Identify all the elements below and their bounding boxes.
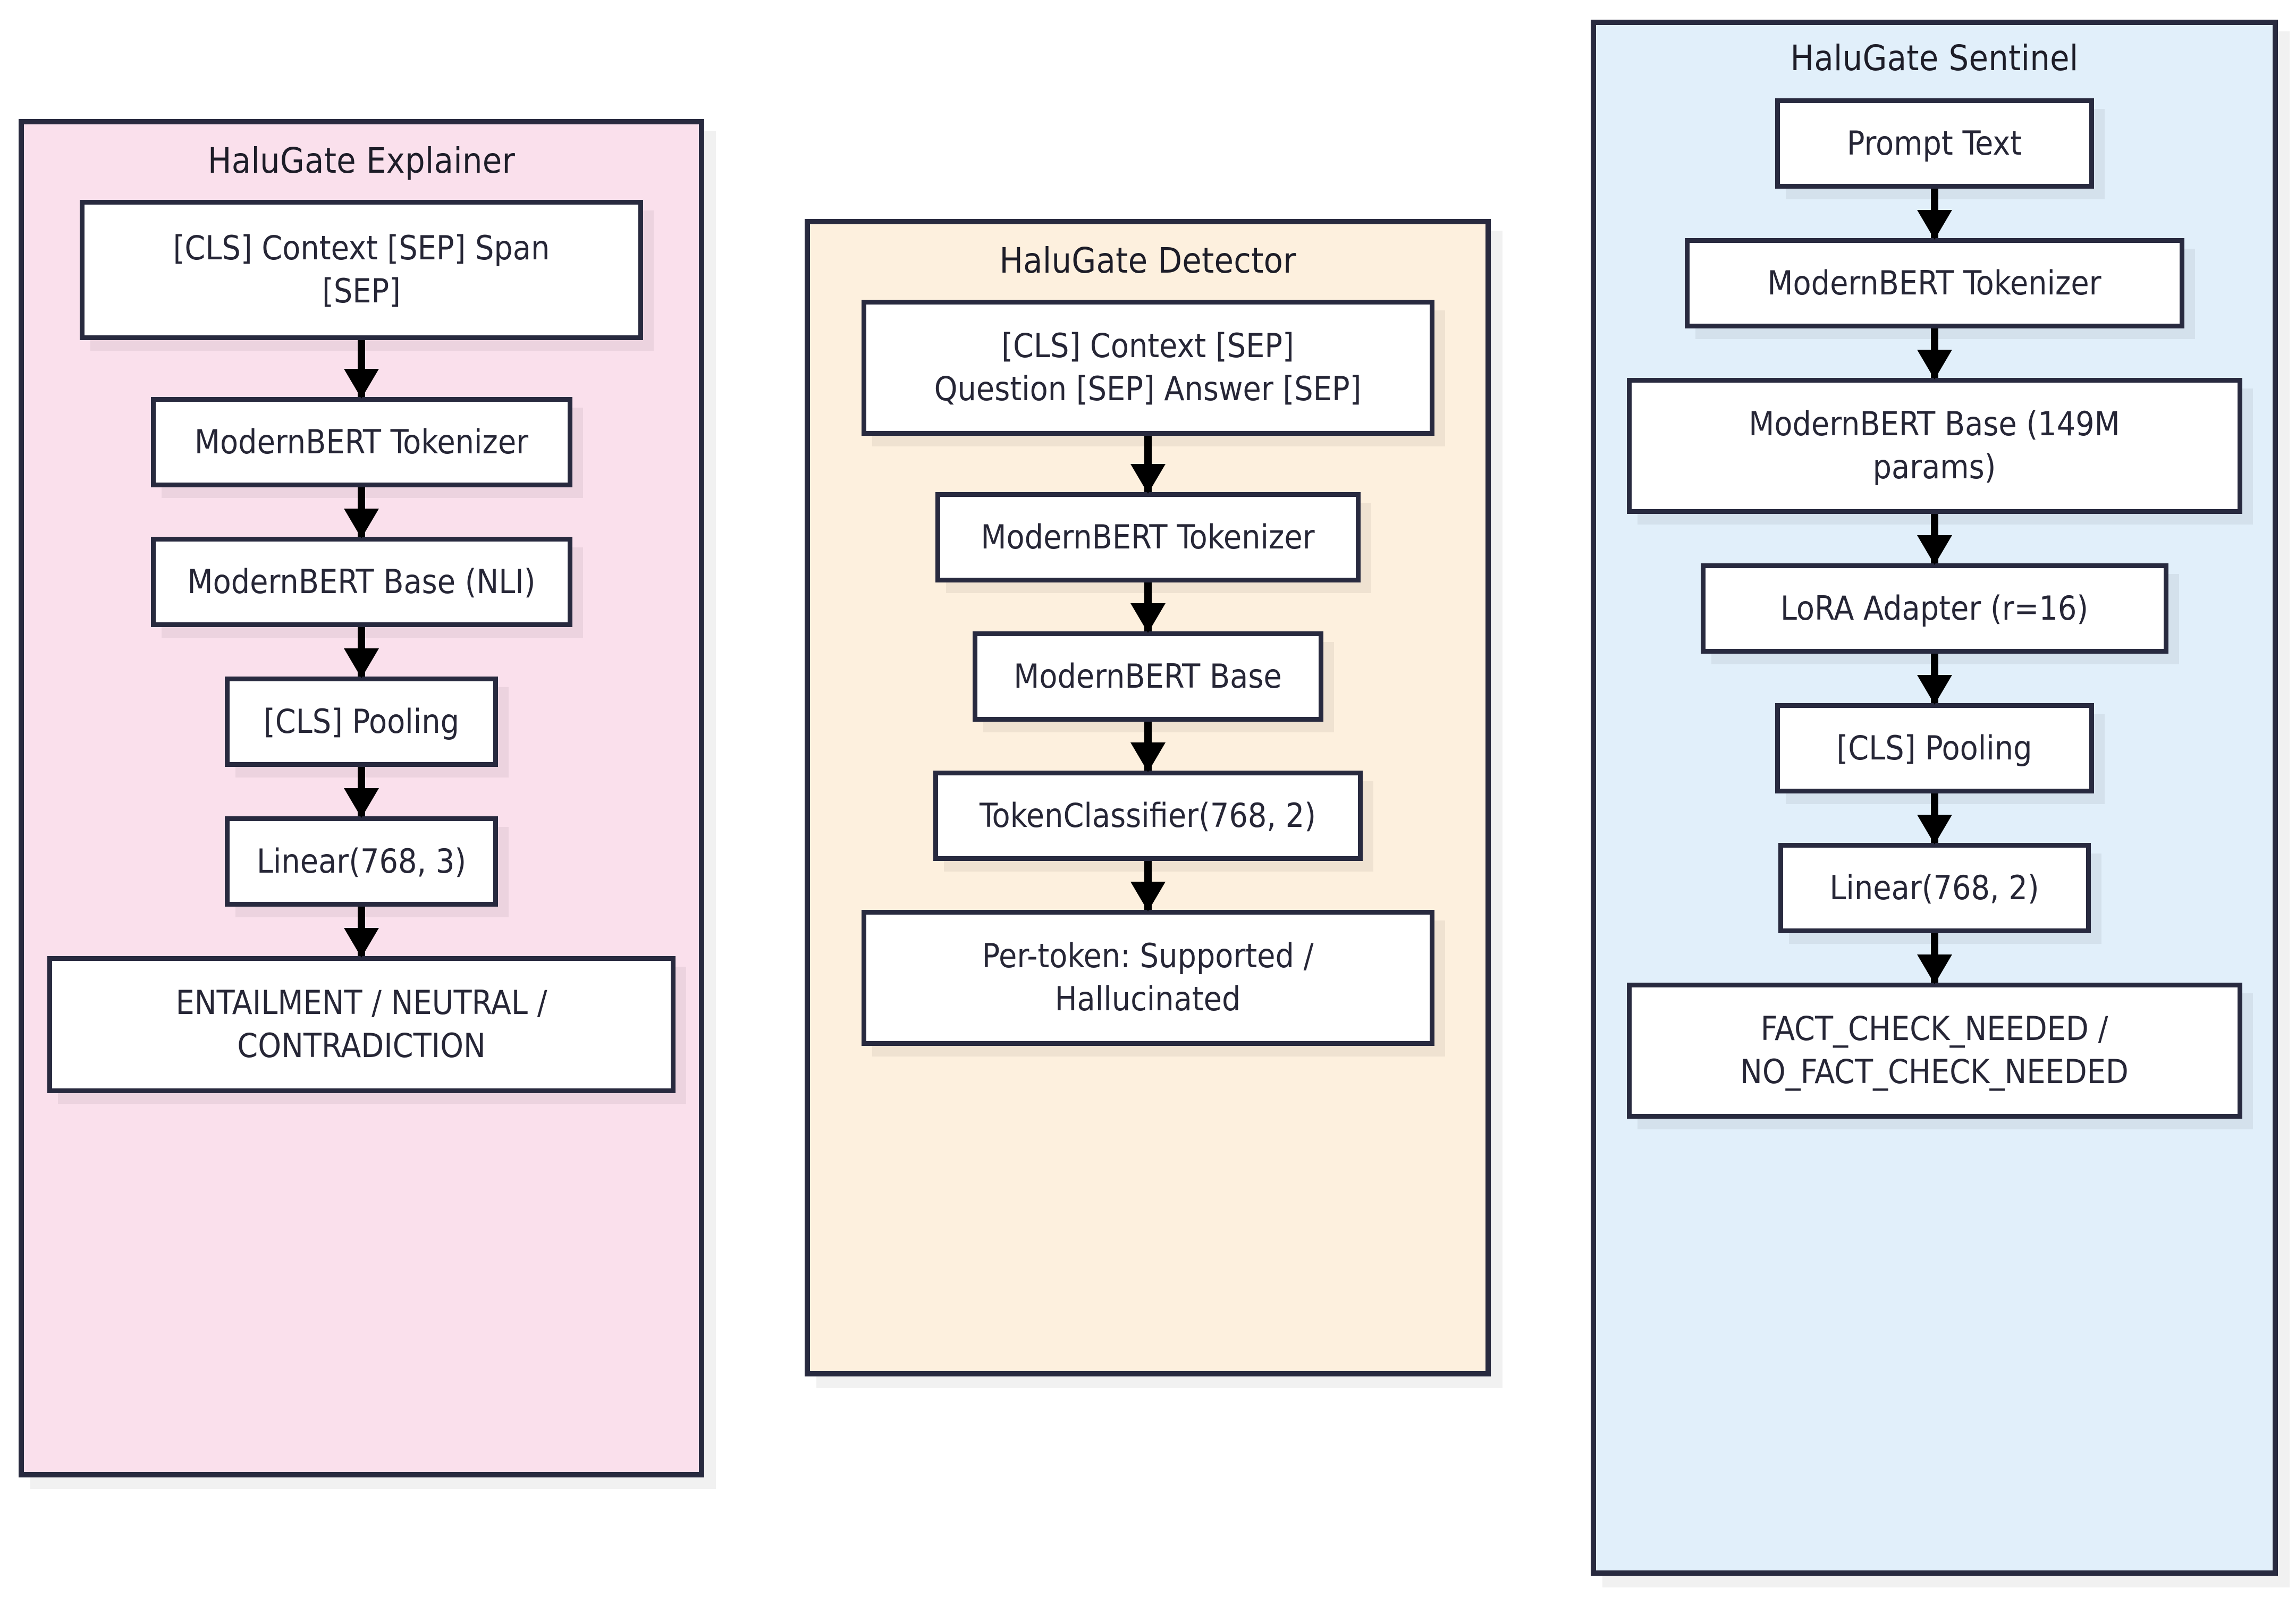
arrow-sentinel-1 [1930,189,1938,238]
node-chain-sentinel: Prompt Text ModernBERT Tokenizer ModernB… [1596,76,2273,1119]
node-explainer-base[interactable]: ModernBERT Base (NLI) [150,537,572,627]
node-detector-output[interactable]: Per-token: Supported / Hallucinated [861,910,1434,1046]
node-sentinel-output[interactable]: FACT_CHECK_NEEDED / NO_FACT_CHECK_NEEDED [1626,983,2242,1119]
arrow-detector-1 [1144,436,1152,492]
node-chain-detector: [CLS] Context [SEP] Question [SEP] Answe… [810,278,1485,1046]
node-explainer-input[interactable]: [CLS] Context [SEP] Span [SEP] [80,200,643,340]
node-sentinel-pooling[interactable]: [CLS] Pooling [1775,703,2094,793]
arrow-explainer-1 [358,340,365,397]
subgraph-title-detector: HaluGate Detector [999,240,1296,281]
node-sentinel-prompt[interactable]: Prompt Text [1775,98,2094,189]
node-explainer-pooling[interactable]: [CLS] Pooling [225,677,498,767]
subgraph-halugate-detector[interactable]: HaluGate Detector [CLS] Context [SEP] Qu… [805,219,1491,1376]
node-detector-input[interactable]: [CLS] Context [SEP] Question [SEP] Answe… [861,300,1434,436]
arrow-explainer-4 [358,767,365,816]
arrow-explainer-3 [358,627,365,677]
node-detector-base[interactable]: ModernBERT Base [972,631,1323,722]
node-sentinel-linear[interactable]: Linear(768, 2) [1778,843,2091,933]
arrow-sentinel-3 [1930,514,1938,563]
arrow-explainer-5 [358,907,365,956]
node-sentinel-lora[interactable]: LoRA Adapter (r=16) [1700,563,2168,654]
arrow-sentinel-4 [1930,654,1938,703]
arrow-explainer-2 [358,487,365,537]
arrow-detector-2 [1144,582,1152,631]
node-detector-tokenclassifier[interactable]: TokenClassifier(768, 2) [933,771,1363,861]
subgraph-halugate-sentinel[interactable]: HaluGate Sentinel Prompt Text ModernBERT… [1591,20,2278,1576]
node-explainer-tokenizer[interactable]: ModernBERT Tokenizer [150,397,572,487]
node-detector-tokenizer[interactable]: ModernBERT Tokenizer [935,492,1361,582]
subgraph-halugate-explainer[interactable]: HaluGate Explainer [CLS] Context [SEP] S… [19,119,704,1477]
node-explainer-linear[interactable]: Linear(768, 3) [225,816,498,907]
arrow-detector-4 [1144,861,1152,910]
node-sentinel-base[interactable]: ModernBERT Base (149M params) [1626,378,2242,514]
subgraph-title-sentinel: HaluGate Sentinel [1790,38,2079,79]
node-chain-explainer: [CLS] Context [SEP] Span [SEP] ModernBER… [24,179,699,1093]
arrow-sentinel-6 [1930,933,1938,983]
arrow-sentinel-5 [1930,793,1938,843]
node-explainer-output[interactable]: ENTAILMENT / NEUTRAL / CONTRADICTION [47,956,676,1093]
subgraph-title-explainer: HaluGate Explainer [207,140,516,181]
arrow-sentinel-2 [1930,328,1938,378]
arrow-detector-3 [1144,722,1152,771]
node-sentinel-tokenizer[interactable]: ModernBERT Tokenizer [1684,238,2184,328]
